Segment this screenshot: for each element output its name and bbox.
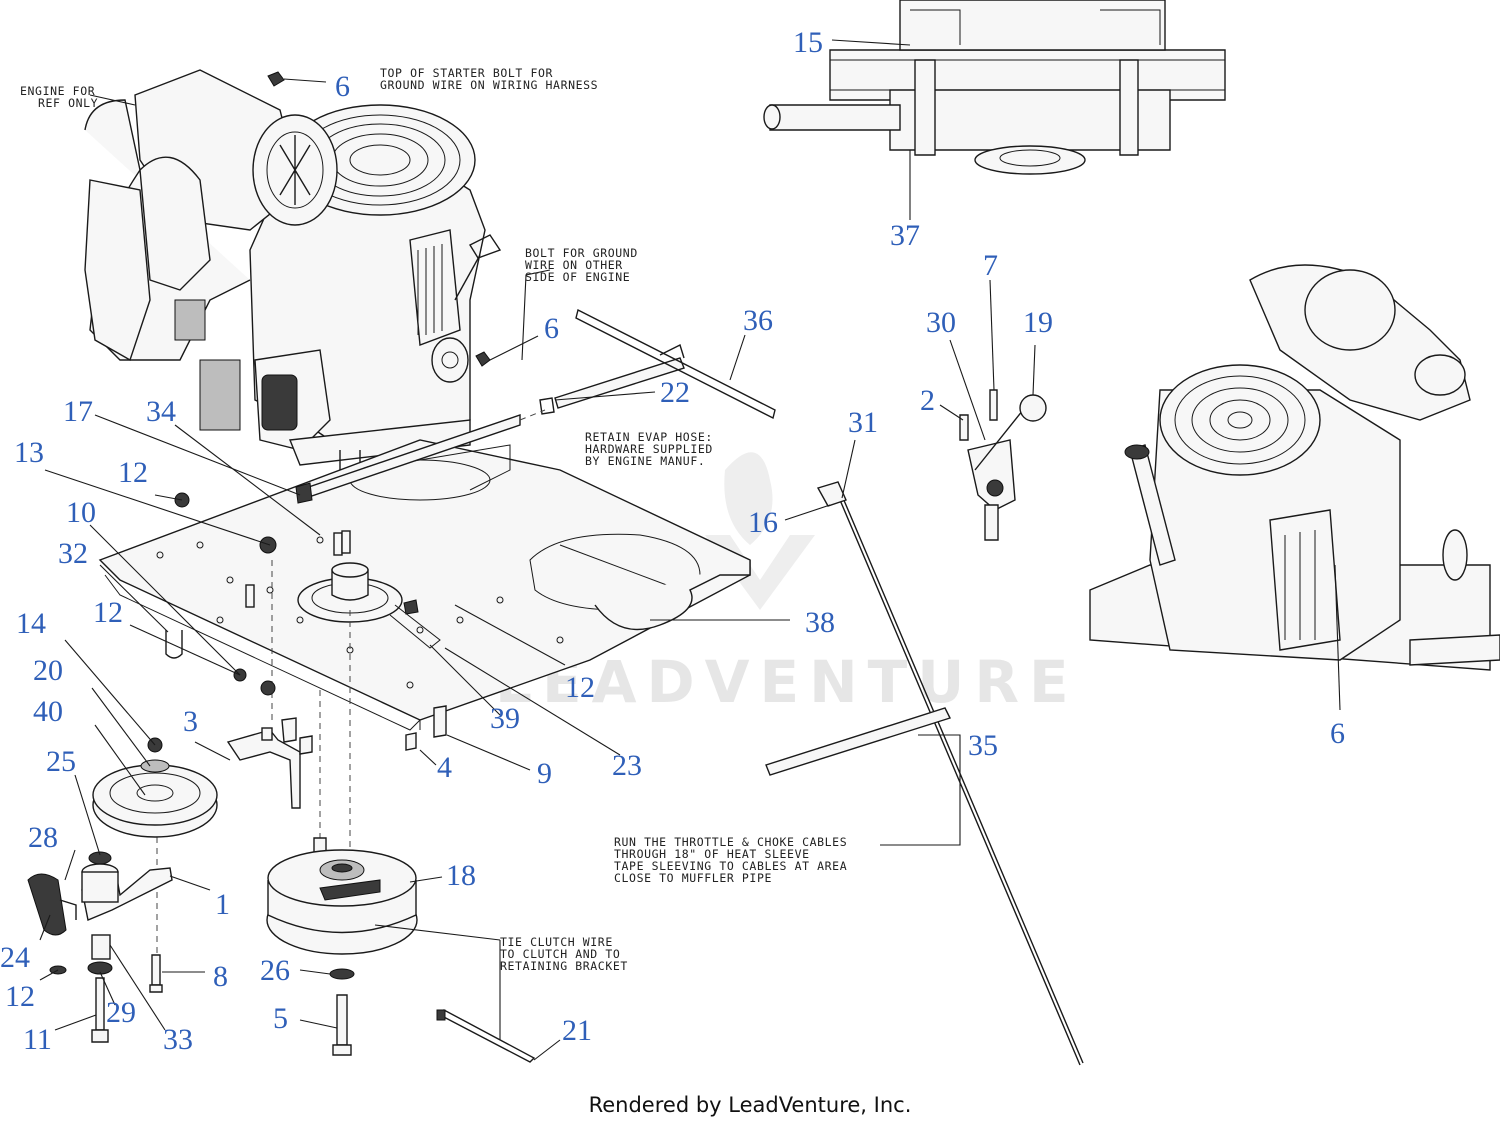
note-clutch-1: TIE CLUTCH WIRE [500, 935, 613, 949]
note-ground-2: WIRE ON OTHER [525, 258, 623, 272]
idler-assembly [27, 737, 218, 1043]
throttle-cable [784, 481, 1084, 1066]
engine-pulley [297, 562, 441, 649]
note-evap-2: HARDWARE SUPPLIED [585, 442, 713, 456]
muffler-detail [763, 0, 1226, 220]
callout-38: 38 [805, 606, 835, 639]
callout-3: 3 [183, 705, 198, 738]
callout-31: 31 [848, 406, 878, 439]
callout-23: 23 [612, 749, 642, 782]
electric-clutch [266, 849, 418, 1056]
bracket-3 [226, 727, 301, 809]
callout-12-d: 12 [5, 980, 35, 1013]
note-cables-4: CLOSE TO MUFFLER PIPE [614, 871, 772, 885]
note-engine-ref-2: REF ONLY [38, 96, 98, 110]
callout-28: 28 [28, 821, 58, 854]
callout-32: 32 [58, 537, 88, 570]
shield-38 [594, 560, 751, 631]
callout-30: 30 [926, 306, 956, 339]
callout-12-b: 12 [93, 596, 123, 629]
callout-18: 18 [446, 859, 476, 892]
callout-39: 39 [490, 702, 520, 735]
callout-6-mid: 6 [544, 312, 559, 345]
callout-40: 40 [33, 695, 63, 728]
tie-wrap [436, 1009, 536, 1063]
callout-8: 8 [213, 960, 228, 993]
callout-25: 25 [46, 745, 76, 778]
callout-9: 9 [537, 757, 552, 790]
callout-26: 26 [260, 954, 290, 987]
note-starter-2: GROUND WIRE ON WIRING HARNESS [380, 78, 598, 92]
callout-12-c: 12 [565, 671, 595, 704]
leader-lines [39, 94, 1036, 1061]
note-engine-ref-1: ENGINE FOR [20, 84, 95, 98]
callout-19: 19 [1023, 306, 1053, 339]
callout-5: 5 [273, 1002, 288, 1035]
callout-13: 13 [14, 436, 44, 469]
callout-1: 1 [215, 888, 230, 921]
note-clutch-2: TO CLUTCH AND TO [500, 947, 620, 961]
note-evap-1: RETAIN EVAP HOSE: [585, 430, 713, 444]
callout-37: 37 [890, 219, 920, 252]
note-ground-1: BOLT FOR GROUND [525, 246, 638, 260]
callout-36: 36 [743, 304, 773, 337]
callouts: 6 15 37 7 30 19 2 36 6 22 31 16 17 34 13… [0, 26, 1345, 1056]
footer-credit: Rendered by LeadVenture, Inc. [588, 1093, 912, 1117]
callout-12-a: 12 [118, 456, 148, 489]
callout-10: 10 [66, 496, 96, 529]
callout-29: 29 [106, 996, 136, 1029]
callout-33: 33 [163, 1023, 193, 1056]
callout-4: 4 [437, 751, 452, 784]
callout-6-top: 6 [335, 70, 350, 103]
note-cables-3: TAPE SLEEVING TO CABLES AT AREA [614, 859, 847, 873]
callout-21: 21 [562, 1014, 592, 1047]
note-starter-1: TOP OF STARTER BOLT FOR [380, 66, 553, 80]
heat-sleeve [765, 707, 961, 846]
engine-deck-plate [98, 439, 751, 731]
callout-6-right: 6 [1330, 717, 1345, 750]
evap-tube [295, 357, 685, 504]
callout-20: 20 [33, 654, 63, 687]
callout-11: 11 [23, 1023, 52, 1056]
note-cables-1: RUN THE THROTTLE & CHOKE CABLES [614, 835, 847, 849]
callout-22: 22 [660, 376, 690, 409]
note-clutch-3: RETAINING BRACKET [500, 959, 628, 973]
note-cables-2: THROUGH 18" OF HEAT SLEEVE [614, 847, 810, 861]
callout-16: 16 [748, 506, 778, 539]
ground-bolt-side [475, 335, 539, 367]
callout-2: 2 [920, 384, 935, 417]
engine-main [84, 69, 502, 481]
callout-24: 24 [0, 941, 30, 974]
callout-35: 35 [968, 729, 998, 762]
callout-17: 17 [63, 395, 93, 428]
note-evap-3: BY ENGINE MANUF. [585, 454, 705, 468]
throttle-control [959, 389, 1047, 541]
rod-36 [575, 308, 776, 420]
callout-34: 34 [146, 395, 176, 428]
note-ground-3: SIDE OF ENGINE [525, 270, 630, 284]
notes: ENGINE FOR REF ONLY TOP OF STARTER BOLT … [20, 66, 847, 973]
callout-15: 15 [793, 26, 823, 59]
ground-bolt-top [267, 71, 327, 87]
engine-right-view [1089, 264, 1500, 711]
callout-7: 7 [983, 249, 998, 282]
callout-14: 14 [16, 607, 46, 640]
